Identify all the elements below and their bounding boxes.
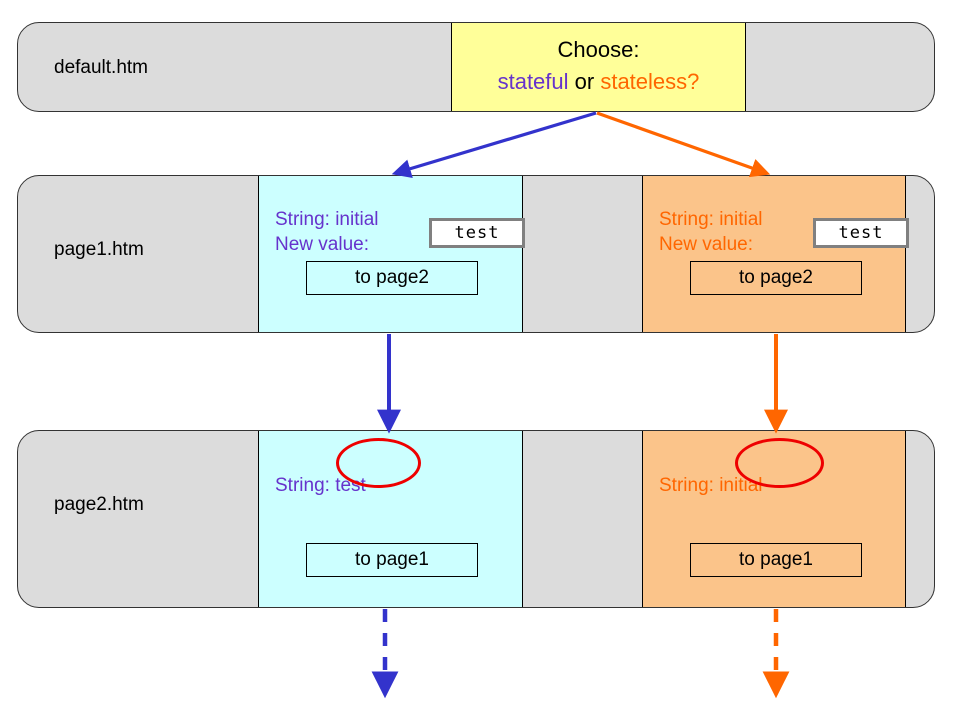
page-row-default: default.htm Choose: stateful or stateles… [17,22,935,112]
page1-stateless-newvalue-label: New value: [659,234,753,255]
option-stateful[interactable]: stateful [497,69,569,94]
branch-arrow-blue [391,111,597,178]
page1-stateless-panel: String: initial New value: test to page2 [642,176,909,332]
highlight-ellipse-stateless [735,438,824,488]
page1-stateless-string-label: String: initial [659,209,763,230]
page2-stateless-to-page1-button[interactable]: to page1 [690,543,862,577]
branch-arrow-orange [596,111,771,178]
page-label-default: default.htm [54,57,148,78]
page2-stateful-to-page1-button[interactable]: to page1 [306,543,478,577]
choose-prompt: Choose: [557,37,640,62]
page2-stateless-string-label: String: initial [659,475,763,496]
page1-stateful-string-label: String: initial [275,209,379,230]
page1-stateful-text-input[interactable]: test [429,218,525,248]
option-stateless[interactable]: stateless? [600,69,700,94]
page1-stateful-panel: String: initial New value: test to page2 [258,176,525,332]
page1-stateless-to-page2-button[interactable]: to page2 [690,261,862,295]
page1-stateful-newvalue-label: New value: [275,234,369,255]
page2-stateful-string-label: String: test [275,475,366,496]
choose-options: stateful or stateless? [452,69,745,95]
page1-stateful-to-page2-button[interactable]: to page2 [306,261,478,295]
page-row-page1: page1.htm String: initial New value: tes… [17,175,935,333]
page1-stateless-text-input[interactable]: test [813,218,909,248]
option-conjunction: or [568,69,601,94]
choose-panel: Choose: stateful or stateless? [451,23,746,111]
page-label-page1: page1.htm [54,239,144,260]
page2-stateful-panel: String: test to page1 [258,431,523,607]
page-label-page2: page2.htm [54,494,144,515]
highlight-ellipse-stateful [336,438,421,488]
